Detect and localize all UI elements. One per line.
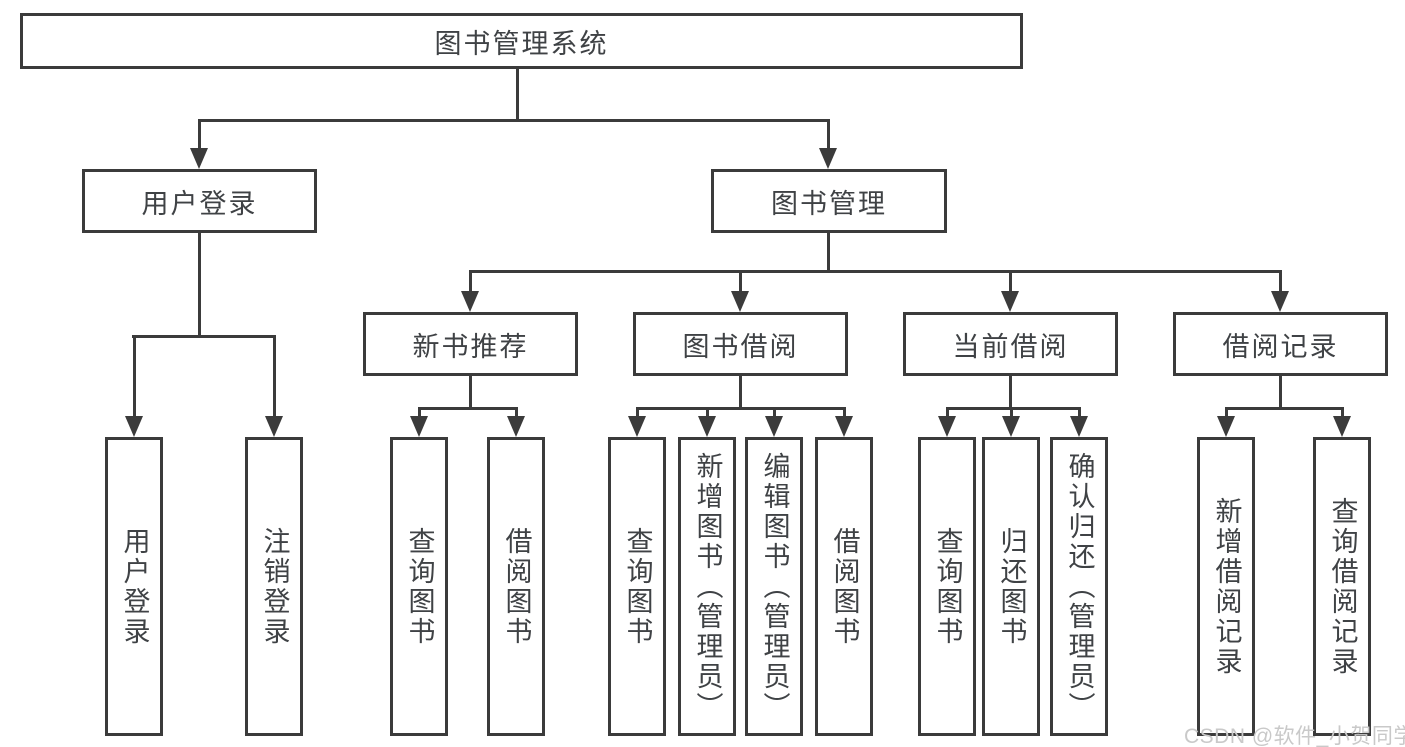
connector-line: [636, 407, 639, 416]
connector-line: [132, 335, 276, 338]
connector-line: [946, 407, 1081, 410]
connector-line: [1341, 407, 1344, 416]
leaf-label: 查询图书: [404, 526, 435, 647]
leaf-label: 查询图书: [622, 526, 653, 647]
leaf-cb-return-books: 归还图书: [982, 437, 1040, 736]
leaf-bb-query-books: 查询图书: [608, 437, 666, 736]
leaf-label: 编辑图书（管理员）: [759, 451, 790, 722]
connector-line: [739, 376, 742, 410]
connector-line: [1225, 407, 1344, 410]
connector-line: [198, 233, 201, 336]
connector-line: [198, 119, 830, 122]
node-new-book-recommend: 新书推荐: [363, 312, 578, 376]
arrow-down-icon: [461, 291, 479, 312]
arrow-down-icon: [507, 416, 525, 437]
leaf-bb-add-books-admin: 新增图书（管理员）: [678, 437, 736, 736]
connector-line: [1009, 376, 1012, 410]
leaf-label: 新增图书（管理员）: [692, 451, 723, 722]
connector-line: [636, 407, 846, 410]
connector-line: [469, 270, 472, 291]
node-borrowing-records: 借阅记录: [1173, 312, 1388, 376]
arrow-down-icon: [410, 416, 428, 437]
node-label: 图书管理: [771, 188, 887, 219]
leaf-nb-borrow-books: 借阅图书: [487, 437, 545, 736]
leaf-label: 查询借阅记录: [1327, 496, 1358, 677]
leaf-rec-query-record: 查询借阅记录: [1313, 437, 1371, 736]
connector-line: [706, 407, 709, 416]
connector-line: [1009, 270, 1012, 291]
watermark: CSDN @软件_小贺同学: [1184, 725, 1405, 747]
leaf-label: 借阅图书: [501, 526, 532, 647]
leaf-label: 新增借阅记录: [1211, 496, 1242, 677]
connector-line: [469, 376, 472, 410]
connector-line: [469, 270, 1281, 273]
leaf-label: 用户登录: [119, 526, 150, 647]
node-label: 当前借阅: [952, 331, 1069, 362]
leaf-logout-login: 注销登录: [245, 437, 303, 736]
arrow-down-icon: [835, 416, 853, 437]
arrow-down-icon: [1070, 416, 1088, 437]
leaf-cb-query-books: 查询图书: [918, 437, 976, 736]
connector-line: [946, 407, 949, 416]
arrow-down-icon: [190, 148, 208, 169]
arrow-down-icon: [1217, 416, 1235, 437]
arrow-down-icon: [938, 416, 956, 437]
leaf-nb-query-books: 查询图书: [390, 437, 448, 736]
node-label: 图书管理系统: [434, 28, 609, 59]
connector-line: [773, 407, 776, 416]
arrow-down-icon: [698, 416, 716, 437]
connector-line: [515, 407, 518, 416]
connector-line: [516, 68, 519, 120]
leaf-label: 确认归还（管理员）: [1064, 451, 1095, 722]
node-label: 借阅记录: [1222, 331, 1339, 362]
leaf-bb-edit-books-admin: 编辑图书（管理员）: [745, 437, 803, 736]
connector-line: [198, 119, 201, 148]
node-label: 新书推荐: [412, 331, 529, 362]
connector-line: [827, 119, 830, 148]
arrow-down-icon: [1002, 416, 1020, 437]
leaf-label: 注销登录: [259, 526, 290, 647]
connector-line: [843, 407, 846, 416]
leaf-cb-confirm-return-admin: 确认归还（管理员）: [1050, 437, 1108, 736]
arrow-down-icon: [731, 291, 749, 312]
connector-line: [1225, 407, 1228, 416]
arrow-down-icon: [819, 148, 837, 169]
node-book-management: 图书管理: [711, 169, 947, 233]
connector-line: [133, 335, 136, 416]
leaf-label: 查询图书: [932, 526, 963, 647]
leaf-label: 归还图书: [996, 526, 1027, 647]
node-label: 用户登录: [141, 188, 258, 219]
node-user-login: 用户登录: [82, 169, 317, 233]
connector-line: [273, 335, 276, 416]
arrow-down-icon: [1333, 416, 1351, 437]
leaf-bb-borrow-books: 借阅图书: [815, 437, 873, 736]
connector-line: [1279, 270, 1282, 291]
connector-line: [1078, 407, 1081, 416]
connector-line: [1279, 376, 1282, 410]
arrow-down-icon: [628, 416, 646, 437]
connector-line: [418, 407, 518, 410]
connector-line: [418, 407, 421, 416]
node-label: 图书借阅: [682, 331, 799, 362]
leaf-rec-add-record: 新增借阅记录: [1197, 437, 1255, 736]
node-book-borrowing: 图书借阅: [633, 312, 848, 376]
arrow-down-icon: [1001, 291, 1019, 312]
node-current-borrowing: 当前借阅: [903, 312, 1118, 376]
connector-line: [827, 233, 830, 271]
connector-line: [739, 270, 742, 291]
arrow-down-icon: [125, 416, 143, 437]
arrow-down-icon: [265, 416, 283, 437]
leaf-label: 借阅图书: [829, 526, 860, 647]
arrow-down-icon: [765, 416, 783, 437]
connector-line: [1010, 407, 1013, 416]
node-library-system: 图书管理系统: [20, 13, 1023, 69]
arrow-down-icon: [1271, 291, 1289, 312]
leaf-user-login: 用户登录: [105, 437, 163, 736]
